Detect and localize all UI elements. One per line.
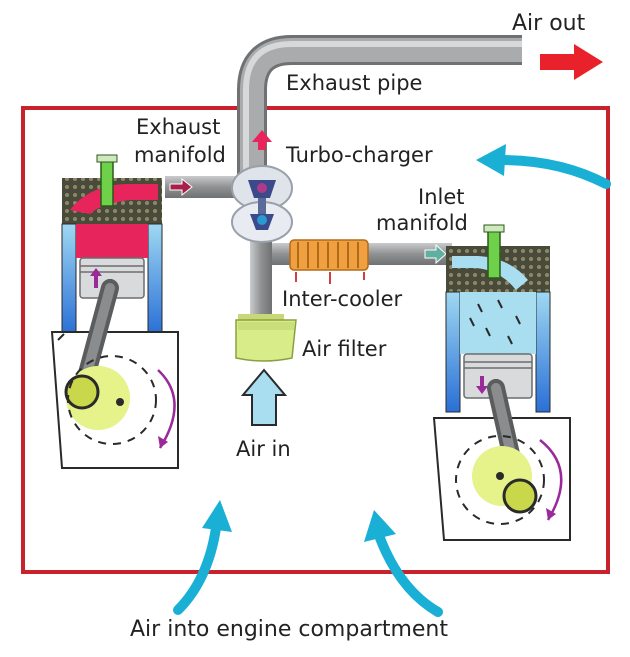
left-engine xyxy=(50,154,179,469)
label-turbo-charger: Turbo-charger xyxy=(285,143,433,167)
turbocharger xyxy=(231,130,293,243)
label-inlet-manifold-line1: Inlet xyxy=(418,185,465,209)
airflow-arrow-bottom-right-icon xyxy=(364,510,443,617)
right-engine xyxy=(432,224,571,541)
air-in-arrow-icon xyxy=(240,368,288,426)
air-out-arrow-icon xyxy=(540,44,603,80)
label-exhaust-manifold-line2: manifold xyxy=(134,143,226,167)
engine-compartment-border xyxy=(21,106,610,574)
label-air-out: Air out xyxy=(512,11,586,36)
label-exhaust-pipe: Exhaust pipe xyxy=(286,71,422,95)
intake-flow-arrow-icon xyxy=(424,243,447,265)
label-air-in: Air in xyxy=(236,437,291,461)
air-filter xyxy=(235,314,297,362)
label-inlet-manifold-line2: manifold xyxy=(376,211,468,235)
intercooler xyxy=(289,239,369,284)
exhaust-pipe xyxy=(237,35,522,182)
airflow-arrow-bottom-left-icon xyxy=(173,500,232,615)
label-exhaust-manifold-line1: Exhaust xyxy=(136,115,220,139)
label-air-into-engine-compartment: Air into engine compartment xyxy=(130,617,448,642)
intake-pipe-vertical xyxy=(250,225,272,317)
label-inter-cooler: Inter-cooler xyxy=(282,287,403,311)
airflow-arrow-right-icon xyxy=(476,144,611,189)
label-air-filter: Air filter xyxy=(302,337,387,361)
exhaust-flow-arrow-icon xyxy=(169,177,193,197)
